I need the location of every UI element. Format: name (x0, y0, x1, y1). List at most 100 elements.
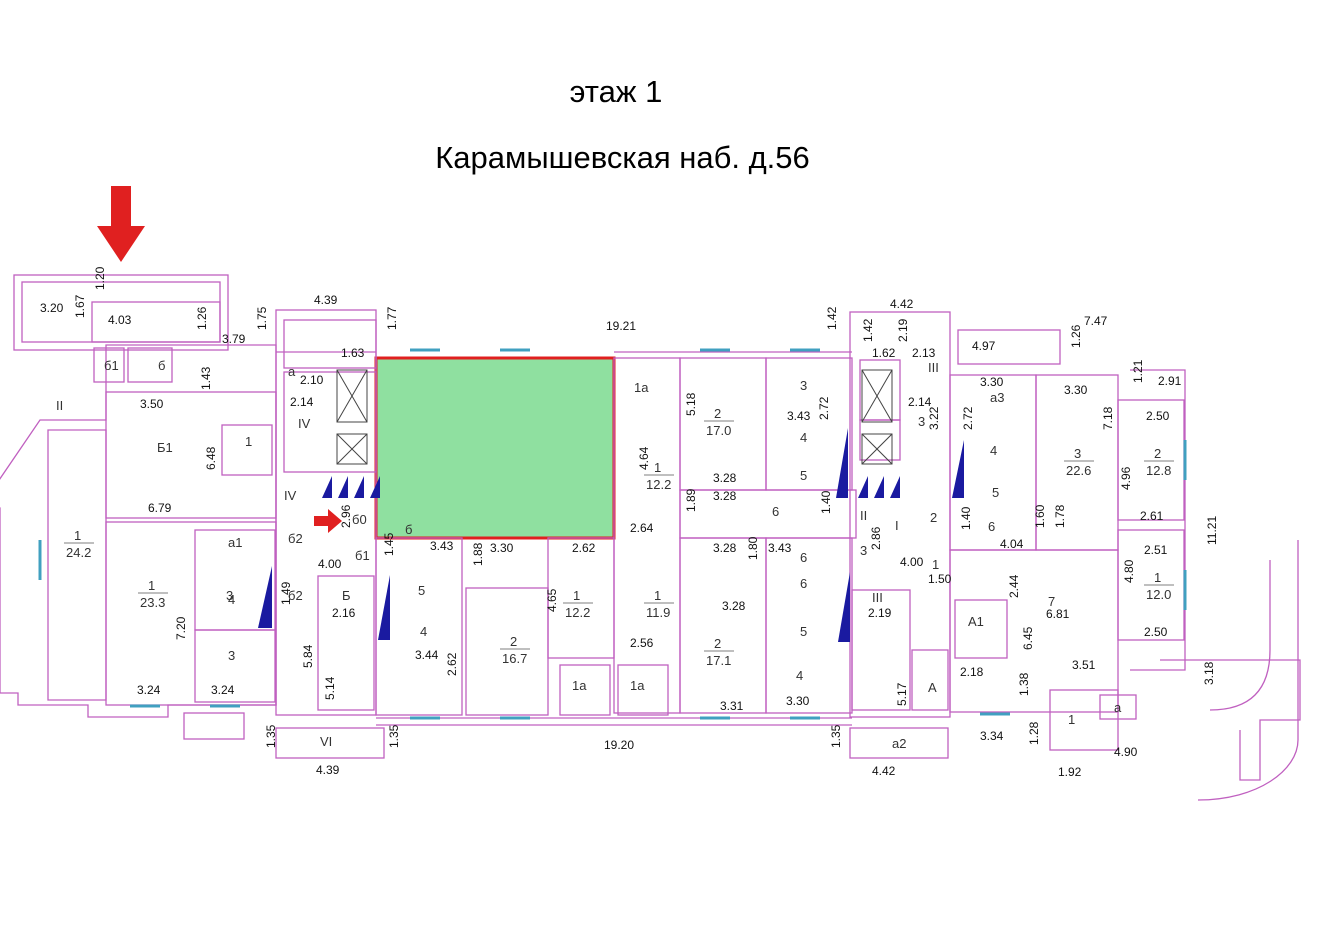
dimension-label: 2.50 (1144, 625, 1168, 639)
room-number: 4 (228, 592, 235, 607)
dimension-label: 2.44 (1007, 574, 1021, 598)
room-number: б2 (288, 588, 303, 603)
windows (38, 348, 1187, 720)
dimension-label: 4.64 (637, 446, 651, 470)
dimension-label: 19.21 (606, 319, 636, 333)
dimension-label: 1.63 (341, 346, 365, 360)
room-area: 23.3 (140, 595, 165, 610)
room-number: б2 (288, 531, 303, 546)
dimension-label: 1.26 (1069, 324, 1083, 348)
dimension-label: 2.62 (572, 541, 596, 555)
dimension-label: 1.38 (1017, 672, 1031, 696)
room-number: 6 (772, 504, 779, 519)
entrance-arrow-icon (97, 186, 145, 262)
dimension-label: 4.80 (1122, 559, 1136, 583)
dimension-label: 2.18 (960, 665, 984, 679)
dimension-label: 1.21 (1131, 359, 1145, 383)
room-number: а (1114, 700, 1122, 715)
room-number: 2 (714, 406, 721, 421)
room-area: 12.8 (1146, 463, 1171, 478)
dimension-label: 4.65 (545, 588, 559, 612)
dimension-label: 3.51 (1072, 658, 1096, 672)
room-number: б1 (355, 548, 370, 563)
dimension-label: 1.75 (255, 306, 269, 330)
dimension-label: 2.86 (869, 526, 883, 550)
dimension-label: 7.20 (174, 616, 188, 640)
dimension-label: 11.21 (1205, 516, 1219, 545)
room-number: VI (320, 734, 332, 749)
room-number: б1 (104, 358, 119, 373)
dimension-label: 2.72 (961, 406, 975, 430)
dimension-label: 1.77 (385, 306, 399, 330)
room-number: IV (298, 416, 311, 431)
dimension-label: 3.28 (722, 599, 746, 613)
room-number: 1а (572, 678, 587, 693)
dimension-label: 1.26 (195, 306, 209, 330)
dimension-label: 6.81 (1046, 607, 1070, 621)
dimension-label: 1.67 (73, 294, 87, 318)
dimension-label: 2.72 (817, 396, 831, 420)
room-number: 6 (800, 576, 807, 591)
room-number: II (56, 398, 63, 413)
dimension-label: 4.96 (1119, 466, 1133, 490)
room-area: 17.1 (706, 653, 731, 668)
dimension-label: 2.10 (300, 373, 324, 387)
dimension-label: 3.44 (415, 648, 439, 662)
room-number: 3 (800, 378, 807, 393)
room-number: 3 (1074, 446, 1081, 461)
dimension-label: 3.79 (222, 332, 246, 346)
room-area: 12.0 (1146, 587, 1171, 602)
dimension-label: 3.50 (140, 397, 164, 411)
dimension-label: 1.50 (928, 572, 952, 586)
room-number: I (895, 518, 899, 533)
room-number: IV (284, 488, 297, 503)
room-number: а3 (990, 390, 1004, 405)
dimension-label: 4.00 (900, 555, 924, 569)
dimension-label: 2.14 (290, 395, 314, 409)
dimension-label: 1.78 (1053, 504, 1067, 528)
dimension-label: 3.18 (1202, 661, 1216, 685)
dimension-label: 4.42 (890, 297, 914, 311)
dimension-label: 1.35 (264, 724, 278, 748)
dimension-label: 1.60 (1033, 504, 1047, 528)
dimension-label: 3.28 (713, 541, 737, 555)
room-number: 1 (1068, 712, 1075, 727)
dimension-label: 2.50 (1146, 409, 1170, 423)
room-number: 2 (510, 634, 517, 649)
room-number: 3 (228, 648, 235, 663)
dimension-label: 1.42 (861, 318, 875, 342)
highlighted-premises[interactable] (374, 356, 616, 540)
dimension-label: 4.00 (318, 557, 342, 571)
dimension-label: 7.18 (1101, 406, 1115, 430)
dimension-label: 2.16 (332, 606, 356, 620)
dimension-label: 2.96 (339, 504, 353, 528)
room-number: Б (342, 588, 351, 603)
room-number: Б1 (157, 440, 173, 455)
room-number: 1 (245, 434, 252, 449)
dimension-label: 2.61 (1140, 509, 1164, 523)
dimension-label: 2.19 (896, 318, 910, 342)
room-number: 4 (800, 430, 807, 445)
room-number: 1 (573, 588, 580, 603)
room-number: 6 (988, 519, 995, 534)
room-number: А1 (968, 614, 984, 629)
floor-title: этаж 1 (569, 74, 663, 109)
room-area: 24.2 (66, 545, 91, 560)
pointer-arrow-icon (314, 509, 342, 533)
dimension-label: 3.30 (786, 694, 810, 708)
dimension-label: 3.20 (40, 301, 64, 315)
room-area: 11.9 (646, 605, 670, 620)
room-area: 22.6 (1066, 463, 1091, 478)
room-number: а2 (892, 736, 906, 751)
room-number: А (928, 680, 937, 695)
dimension-label: 2.56 (630, 636, 654, 650)
dimension-label: 3.30 (980, 375, 1004, 389)
dimension-label: 1.20 (93, 266, 107, 290)
area-labels: 124.2123.3112.2217.0112.2216.7111.9217.1… (64, 406, 1174, 668)
room-number: 3 (918, 414, 925, 429)
dimension-label: 2.91 (1158, 374, 1182, 388)
room-number: 7 (1048, 594, 1055, 609)
dimension-label: 1.89 (684, 488, 698, 512)
